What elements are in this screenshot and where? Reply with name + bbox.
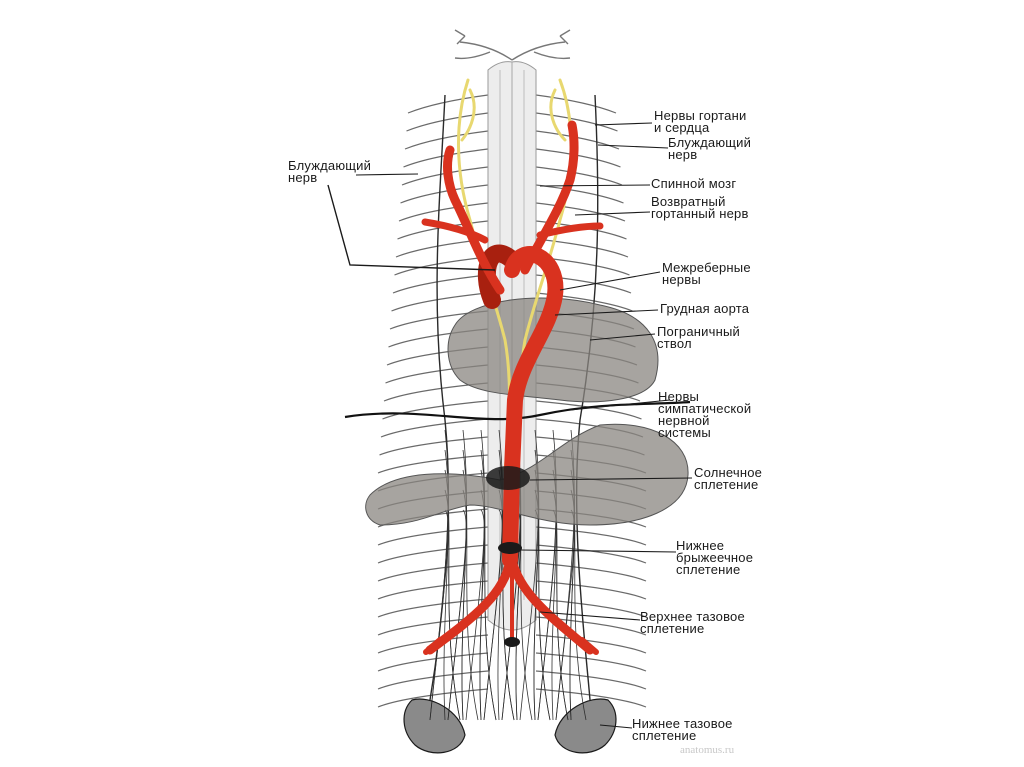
leader-lines (327, 122, 693, 729)
spinal-nerve-line (379, 436, 489, 456)
spinal-nerve-line (535, 400, 642, 420)
spinal-nerve-line (377, 562, 489, 582)
spinal-nerve-line (377, 454, 489, 474)
spinal-nerve-line (535, 166, 623, 186)
plexus-fiber (461, 429, 467, 721)
spinal-nerve-line (535, 634, 647, 654)
label-vagus-nerve-left: Блуждающий нерв (288, 158, 372, 185)
label-sympathetic-trunk: Пограничный ствол (657, 324, 740, 351)
label-inferior-pelvic-plexus: Нижнее тазовое сплетение (632, 716, 733, 743)
spinal-nerve-line (535, 688, 647, 708)
label-larynx-heart-nerves: Нервы гортани и сердца (654, 108, 747, 135)
spinal-nerve-line (377, 526, 489, 546)
spinal-nerve-line (377, 598, 489, 618)
spinal-nerve-line (535, 112, 618, 132)
spinal-nerve-line (535, 580, 647, 600)
label-intercostal-nerves: Межреберные нервы (662, 260, 751, 287)
spinal-nerve-line (535, 544, 647, 564)
watermark: anatomus.ru (680, 744, 735, 756)
spinal-nerve-line (377, 544, 489, 564)
spinal-nerve-line (535, 148, 621, 168)
label-vagus-nerve-right: Блуждающий нерв (668, 135, 752, 162)
spinal-nerve-line (535, 526, 647, 546)
spinal-nerve-line (535, 130, 620, 150)
spinal-nerve-line (398, 202, 489, 222)
aorta-arteries (421, 120, 604, 655)
spinal-nerve-line (535, 562, 647, 582)
pelvic-plexuses (403, 698, 617, 754)
spinal-nerve-line (377, 670, 489, 690)
plexus-fiber (429, 509, 449, 721)
label-sympathetic-nerves: Нервы симпатической нервной системы (658, 389, 752, 440)
spinal-nerve-line (377, 688, 489, 708)
plexus-knots (486, 466, 530, 647)
spinal-nerve-line (392, 274, 489, 294)
spinal-nerve-line (382, 400, 489, 420)
label-thoracic-aorta: Грудная аорта (660, 301, 750, 316)
spinal-nerve-line (535, 94, 617, 114)
spinal-nerve-line (535, 202, 626, 222)
label-superior-pelvic-plexus: Верхнее тазовое сплетение (640, 609, 745, 636)
spinal-nerve-line (391, 292, 489, 312)
spinal-nerve-line (535, 652, 647, 672)
spinal-nerve-line (377, 652, 489, 672)
spinal-nerve-line (380, 418, 489, 438)
spinal-nerve-line (535, 670, 647, 690)
label-solar-plexus: Солнечное сплетение (694, 465, 763, 492)
spinal-nerve-line (397, 220, 489, 240)
plexus-fiber (479, 509, 485, 721)
diaphragm-line (344, 400, 691, 421)
spinal-nerve-line (377, 634, 489, 654)
spinal-nerve-line (377, 580, 489, 600)
label-recurrent-laryngeal-nerve: Возвратный гортанный нерв (651, 194, 749, 221)
spinal-nerve-line (400, 184, 489, 204)
spinal-nerve-line (394, 256, 489, 276)
label-inferior-mesenteric-plexus: Нижнее брыжеечное сплетение (676, 538, 754, 577)
label-spinal-cord: Спинной мозг (651, 176, 737, 191)
spinal-nerve-line (535, 238, 629, 258)
cranial-nerves (454, 29, 571, 61)
